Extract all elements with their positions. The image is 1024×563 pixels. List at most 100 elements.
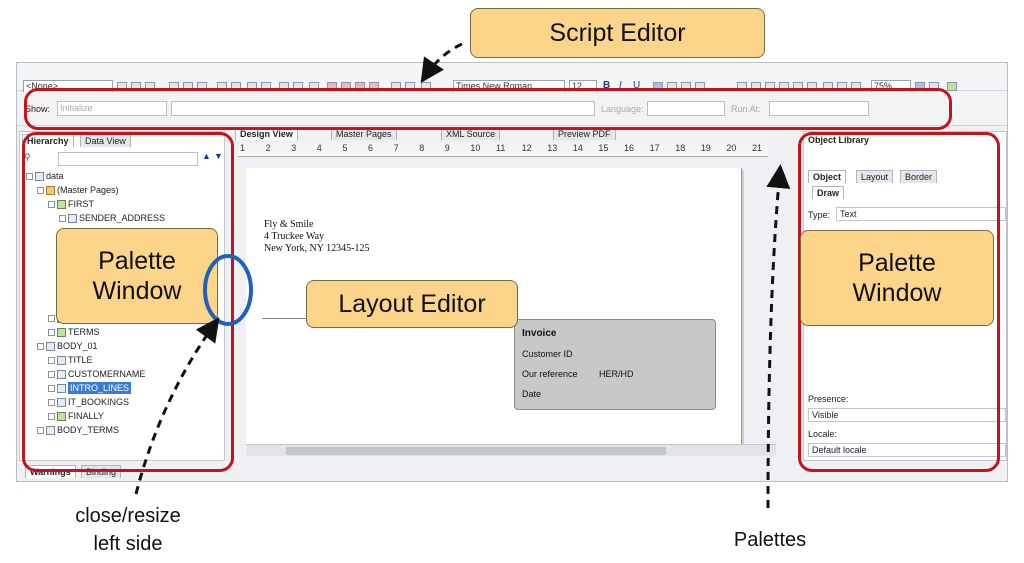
ruler-tick-label: 11 [496, 143, 506, 153]
script-editor-callout: Script Editor [470, 8, 765, 58]
language-dropdown[interactable] [647, 101, 725, 116]
expand-toggle-icon[interactable] [48, 398, 55, 406]
tree-item[interactable]: INTRO_LINES [48, 382, 132, 394]
node-icon [46, 425, 55, 435]
tree-item-label: FIRST [68, 199, 94, 209]
tab-layout[interactable]: Layout [856, 170, 894, 183]
node-icon [46, 185, 55, 195]
tree-item-label: IT_BOOKINGS [68, 397, 130, 407]
layout-editor-callout: Layout Editor [306, 280, 518, 328]
type-field[interactable]: Text [836, 207, 1006, 221]
tree-item[interactable]: BODY_01 [37, 340, 98, 352]
search-icon[interactable]: ⚲ [24, 152, 31, 162]
underline-button[interactable]: U [633, 80, 641, 91]
locale-label: Locale: [808, 429, 838, 439]
node-icon [57, 411, 66, 421]
palettes-arrow [766, 164, 791, 509]
expand-toggle-icon[interactable] [37, 342, 44, 350]
ruler-tick-label: 10 [470, 143, 481, 153]
editor-tabs: Design View Master Pages XML Source Prev… [235, 127, 755, 140]
tree-item-label: BODY_TERMS [57, 425, 120, 435]
tree-item-label: TITLE [68, 355, 93, 365]
locale-field[interactable]: Default locale [808, 443, 1006, 457]
vertical-scrollbar[interactable] [782, 165, 794, 445]
tree-item[interactable]: FINALLY [48, 410, 104, 422]
ruler-tick-label: 4 [316, 143, 322, 153]
main-toolbar: <None> Times New Roman 12 B I U [17, 63, 1007, 93]
expand-toggle-icon[interactable] [48, 328, 55, 336]
tree-item[interactable]: SENDER_ADDRESS [59, 212, 165, 224]
expand-toggle-icon[interactable] [37, 426, 44, 434]
sender-line: 4 Truckee Way [264, 231, 325, 242]
expand-toggle-icon[interactable] [26, 172, 33, 180]
script-input[interactable] [171, 101, 595, 116]
tree-item-label: SENDER_ADDRESS [79, 213, 166, 223]
arrow-up-icon[interactable]: ▲ [202, 151, 211, 161]
expand-toggle-icon[interactable] [48, 370, 55, 378]
ruler-tick-label: 2 [265, 143, 271, 153]
scrollbar-thumb[interactable] [286, 447, 666, 455]
invoice-title: Invoice [522, 328, 557, 339]
close-resize-caption: close/resize left side [75, 505, 181, 555]
tree-item[interactable]: data [26, 170, 64, 182]
tree-item[interactable]: (Master Pages) [37, 184, 119, 196]
tree-item[interactable]: CUSTOMERNAME [48, 368, 145, 380]
italic-button[interactable]: I [619, 80, 622, 91]
language-label: Language: [601, 104, 644, 114]
invoice-block[interactable]: Invoice Customer ID Our reference HER/HD… [514, 319, 716, 410]
ruler-tick-label: 15 [598, 143, 609, 153]
presence-field[interactable]: Visible [808, 408, 1006, 422]
tab-draw[interactable]: Draw [812, 186, 845, 199]
script-editor-bar: Show: Initialize Language: Run At: [17, 92, 1007, 126]
expand-toggle-icon[interactable] [48, 200, 55, 208]
tree-item-label: (Master Pages) [57, 185, 119, 195]
reference-value: HER/HD [599, 369, 634, 379]
tree-item-label: FINALLY [68, 411, 104, 421]
toolbar-icon[interactable] [947, 82, 957, 91]
expand-toggle-icon[interactable] [48, 356, 55, 364]
tree-item-label: TERMS [68, 327, 100, 337]
ruler-tick-label: 13 [547, 143, 558, 153]
tree-item-label: BODY_01 [57, 341, 98, 351]
ruler-tick-label: 1 [240, 143, 246, 153]
horizontal-scrollbar[interactable] [246, 444, 776, 456]
tree-item-label: data [46, 171, 64, 181]
ruler-tick-label: 21 [752, 143, 763, 153]
expand-toggle-icon[interactable] [37, 186, 44, 194]
ruler-tick-label: 19 [700, 143, 711, 153]
sender-line: New York, NY 12345-125 [264, 243, 370, 254]
run-at-label: Run At: [731, 104, 761, 114]
ruler-tick-label: 17 [649, 143, 660, 153]
hierarchy-search-input[interactable] [58, 152, 198, 166]
node-icon [57, 397, 66, 407]
tree-item[interactable]: IT_BOOKINGS [48, 396, 129, 408]
type-label: Type: [808, 210, 831, 220]
expand-toggle-icon[interactable] [48, 314, 55, 322]
sender-address-block[interactable]: Fly & Smile 4 Truckee Way New York, NY 1… [264, 219, 369, 255]
date-label: Date [522, 389, 542, 399]
tree-item[interactable]: BODY_TERMS [37, 424, 119, 436]
expand-toggle-icon[interactable] [59, 214, 66, 222]
ruler-tick-label: 14 [572, 143, 583, 153]
tab-object[interactable]: Object [808, 170, 847, 183]
arrow-down-icon[interactable]: ▼ [214, 151, 223, 161]
expand-toggle-icon[interactable] [48, 384, 55, 392]
show-dropdown[interactable]: Initialize [57, 101, 167, 116]
ruler-tick-label: 5 [342, 143, 348, 153]
tree-item[interactable]: FIRST [48, 198, 94, 210]
tree-item[interactable]: TITLE [48, 354, 93, 366]
customer-id-label: Customer ID [522, 349, 573, 359]
tree-item[interactable]: TERMS [48, 326, 100, 338]
ruler-tick-label: 7 [393, 143, 399, 153]
bold-button[interactable]: B [603, 80, 611, 91]
node-icon [57, 369, 66, 379]
tab-border[interactable]: Border [900, 170, 938, 183]
node-icon [46, 341, 55, 351]
expand-toggle-icon[interactable] [48, 412, 55, 420]
run-at-dropdown[interactable] [769, 101, 869, 116]
node-icon [68, 213, 77, 223]
object-tabs: Object Layout Border [808, 170, 1004, 183]
ruler-tick-label: 18 [675, 143, 686, 153]
